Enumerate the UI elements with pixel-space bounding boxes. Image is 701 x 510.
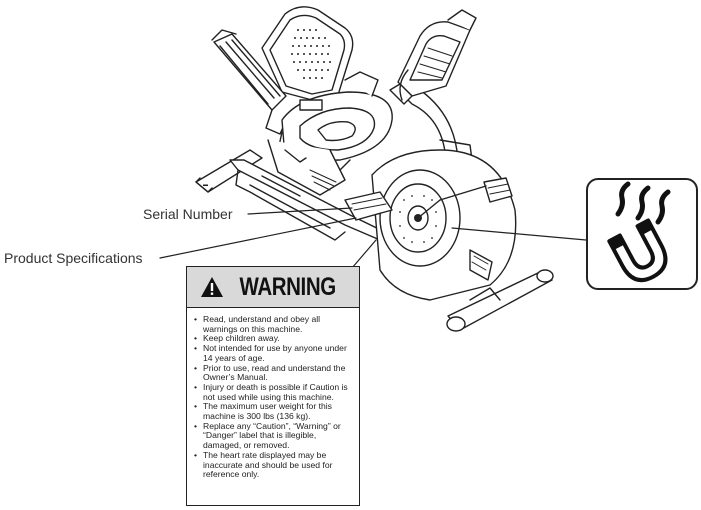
pedals [344, 177, 513, 221]
warning-item: Not intended for use by anyone under 14 … [194, 343, 353, 363]
warning-item: Keep children away. [194, 334, 353, 344]
warning-item: Prior to use, read and understand the Ow… [194, 363, 353, 383]
leader-lines [159, 207, 587, 269]
warning-item: The maximum user weight for this machine… [194, 401, 353, 421]
warning-label-leader [351, 239, 377, 269]
seat-back [261, 6, 354, 101]
warning-item: Read, understand and obey all warnings o… [194, 314, 353, 334]
warning-triangle-icon [200, 277, 223, 297]
warning-label: WARNING Read, understand and obey all wa… [186, 266, 360, 506]
magnet-leader [451, 227, 587, 241]
svg-text:▬: ▬ [203, 182, 208, 188]
product-specifications-leader [159, 217, 357, 259]
warning-item: Replace any “Caution”, “Warning” or “Dan… [194, 421, 353, 451]
warning-item: Injury or death is possible if Caution i… [194, 382, 353, 402]
flywheel-housing [371, 149, 517, 301]
magnet-symbol-box [586, 178, 698, 290]
serial-number-leader [247, 207, 353, 215]
warning-item: The heart rate displayed may be inaccura… [194, 450, 353, 480]
console [389, 9, 477, 105]
warning-title: WARNING [239, 272, 336, 301]
seat-bottom [275, 71, 393, 176]
warning-list: Read, understand and obey all warnings o… [187, 308, 359, 480]
serial-number-callout: Serial Number [143, 206, 233, 222]
seat-shroud [267, 139, 346, 196]
warning-header: WARNING [187, 267, 359, 308]
front-stabilizer [446, 269, 554, 332]
product-specifications-callout: Product Specifications [4, 250, 143, 266]
magnet-icon [607, 181, 671, 283]
